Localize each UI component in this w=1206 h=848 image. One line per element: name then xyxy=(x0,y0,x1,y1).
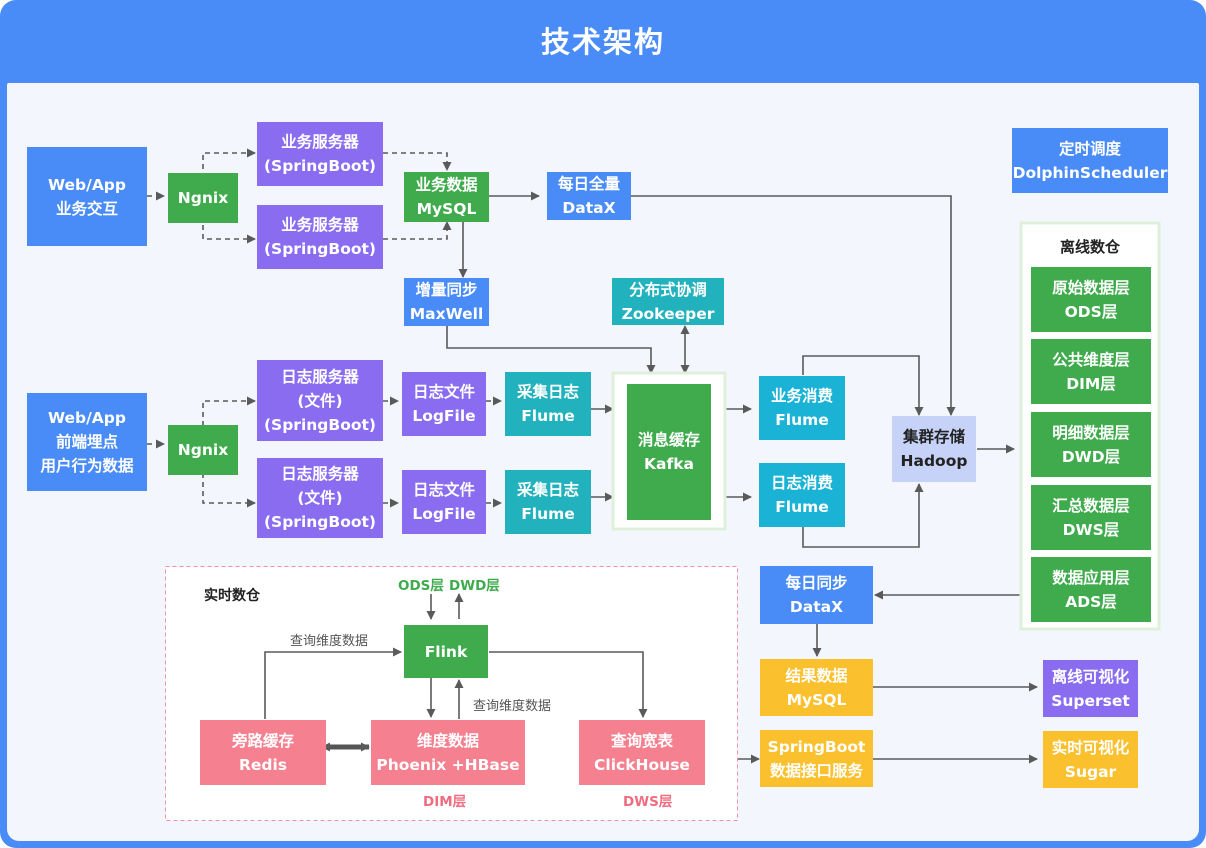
offline-dw-title: 离线数仓 xyxy=(1059,238,1120,256)
log-server-1-node: 日志服务器 (文件) (SpringBoot) xyxy=(257,360,383,441)
sugar-node: 实时可视化 Sugar xyxy=(1043,731,1138,788)
page-title: 技术架构 xyxy=(540,25,665,59)
edge-maxwell-kafka xyxy=(446,326,656,374)
biz-server-2-node: 业务服务器 (SpringBoot) xyxy=(257,205,383,269)
biz-server-1-node: 业务服务器 (SpringBoot) xyxy=(257,122,383,186)
dws-layer-label: DWS层 xyxy=(623,794,673,810)
diagram-canvas: Web/App 业务交互 Ngnix 业务服务器 (SpringBoot) 业务… xyxy=(7,83,1199,841)
datax-full-node: 每日全量 DataX xyxy=(547,172,631,220)
ods-label: ODS层 xyxy=(398,578,444,594)
flume-biz-consume-node: 业务消费 Flume xyxy=(759,376,845,440)
web-app-business-node: Web/App 业务交互 xyxy=(27,147,147,246)
ads-layer-node: 数据应用层 ADS层 xyxy=(1031,557,1151,622)
edge-ngnix2-log2 xyxy=(202,464,256,508)
ngnix-bottom-node: Ngnix xyxy=(168,425,238,475)
edge-datax-hadoop xyxy=(631,195,956,416)
edge-server1-mysql xyxy=(383,152,452,171)
hadoop-node: 集群存储 Hadoop xyxy=(892,416,976,482)
web-app-log-node: Web/App 前端埋点 用户行为数据 xyxy=(27,393,147,491)
superset-node: 离线可视化 Superset xyxy=(1043,660,1138,717)
springboot-api-node: SpringBoot 数据接口服务 xyxy=(760,730,873,787)
ods-layer-node: 原始数据层 ODS层 xyxy=(1031,267,1151,332)
dim-layer-label: DIM层 xyxy=(423,794,467,810)
flume-log-consume-node: 日志消费 Flume xyxy=(759,463,845,527)
biz-mysql-node: 业务数据 MySQL xyxy=(404,172,489,222)
logfile-2-node: 日志文件 LogFile xyxy=(402,470,486,534)
realtime-connector-layer xyxy=(264,593,648,752)
edge-bizflume-hadoop xyxy=(802,355,924,416)
datax-daily-node: 每日同步 DataX xyxy=(760,566,873,624)
flink-node: Flink xyxy=(404,625,488,678)
edge-ngnix1-server2 xyxy=(202,216,256,244)
log-server-2-node: 日志服务器 (文件) (SpringBoot) xyxy=(257,458,383,538)
flume-collect-2-node: 采集日志 Flume xyxy=(505,470,591,534)
dwd-layer-node: 明细数据层 DWD层 xyxy=(1031,412,1151,477)
logfile-1-node: 日志文件 LogFile xyxy=(402,372,486,436)
result-mysql-node: 结果数据 MySQL xyxy=(760,659,873,716)
clickhouse-node: 查询宽表 ClickHouse xyxy=(579,720,705,785)
edge-server2-mysql xyxy=(383,221,452,240)
query-dim-label-2: 查询维度数据 xyxy=(473,699,552,714)
realtime-dw-title: 实时数仓 xyxy=(204,588,260,604)
phoenix-hbase-node: 维度数据 Phoenix +HBase xyxy=(371,720,525,785)
query-dim-label-1: 查询维度数据 xyxy=(290,634,369,649)
kafka-node: 消息缓存 Kafka xyxy=(627,384,711,520)
flume-collect-1-node: 采集日志 Flume xyxy=(505,372,591,436)
dwd-label: DWD层 xyxy=(449,578,500,594)
zookeeper-node: 分布式协调 Zookeeper xyxy=(612,278,724,325)
maxwell-node: 增量同步 MaxWell xyxy=(404,278,489,326)
redis-node: 旁路缓存 Redis xyxy=(200,720,326,785)
ngnix-top-node: Ngnix xyxy=(168,173,238,223)
dws-layer-node: 汇总数据层 DWS层 xyxy=(1031,485,1151,550)
scheduler-node: 定时调度 DolphinScheduler xyxy=(1012,128,1168,193)
dim-layer-node: 公共维度层 DIM层 xyxy=(1031,339,1151,404)
edge-logflume-hadoop xyxy=(802,483,924,548)
